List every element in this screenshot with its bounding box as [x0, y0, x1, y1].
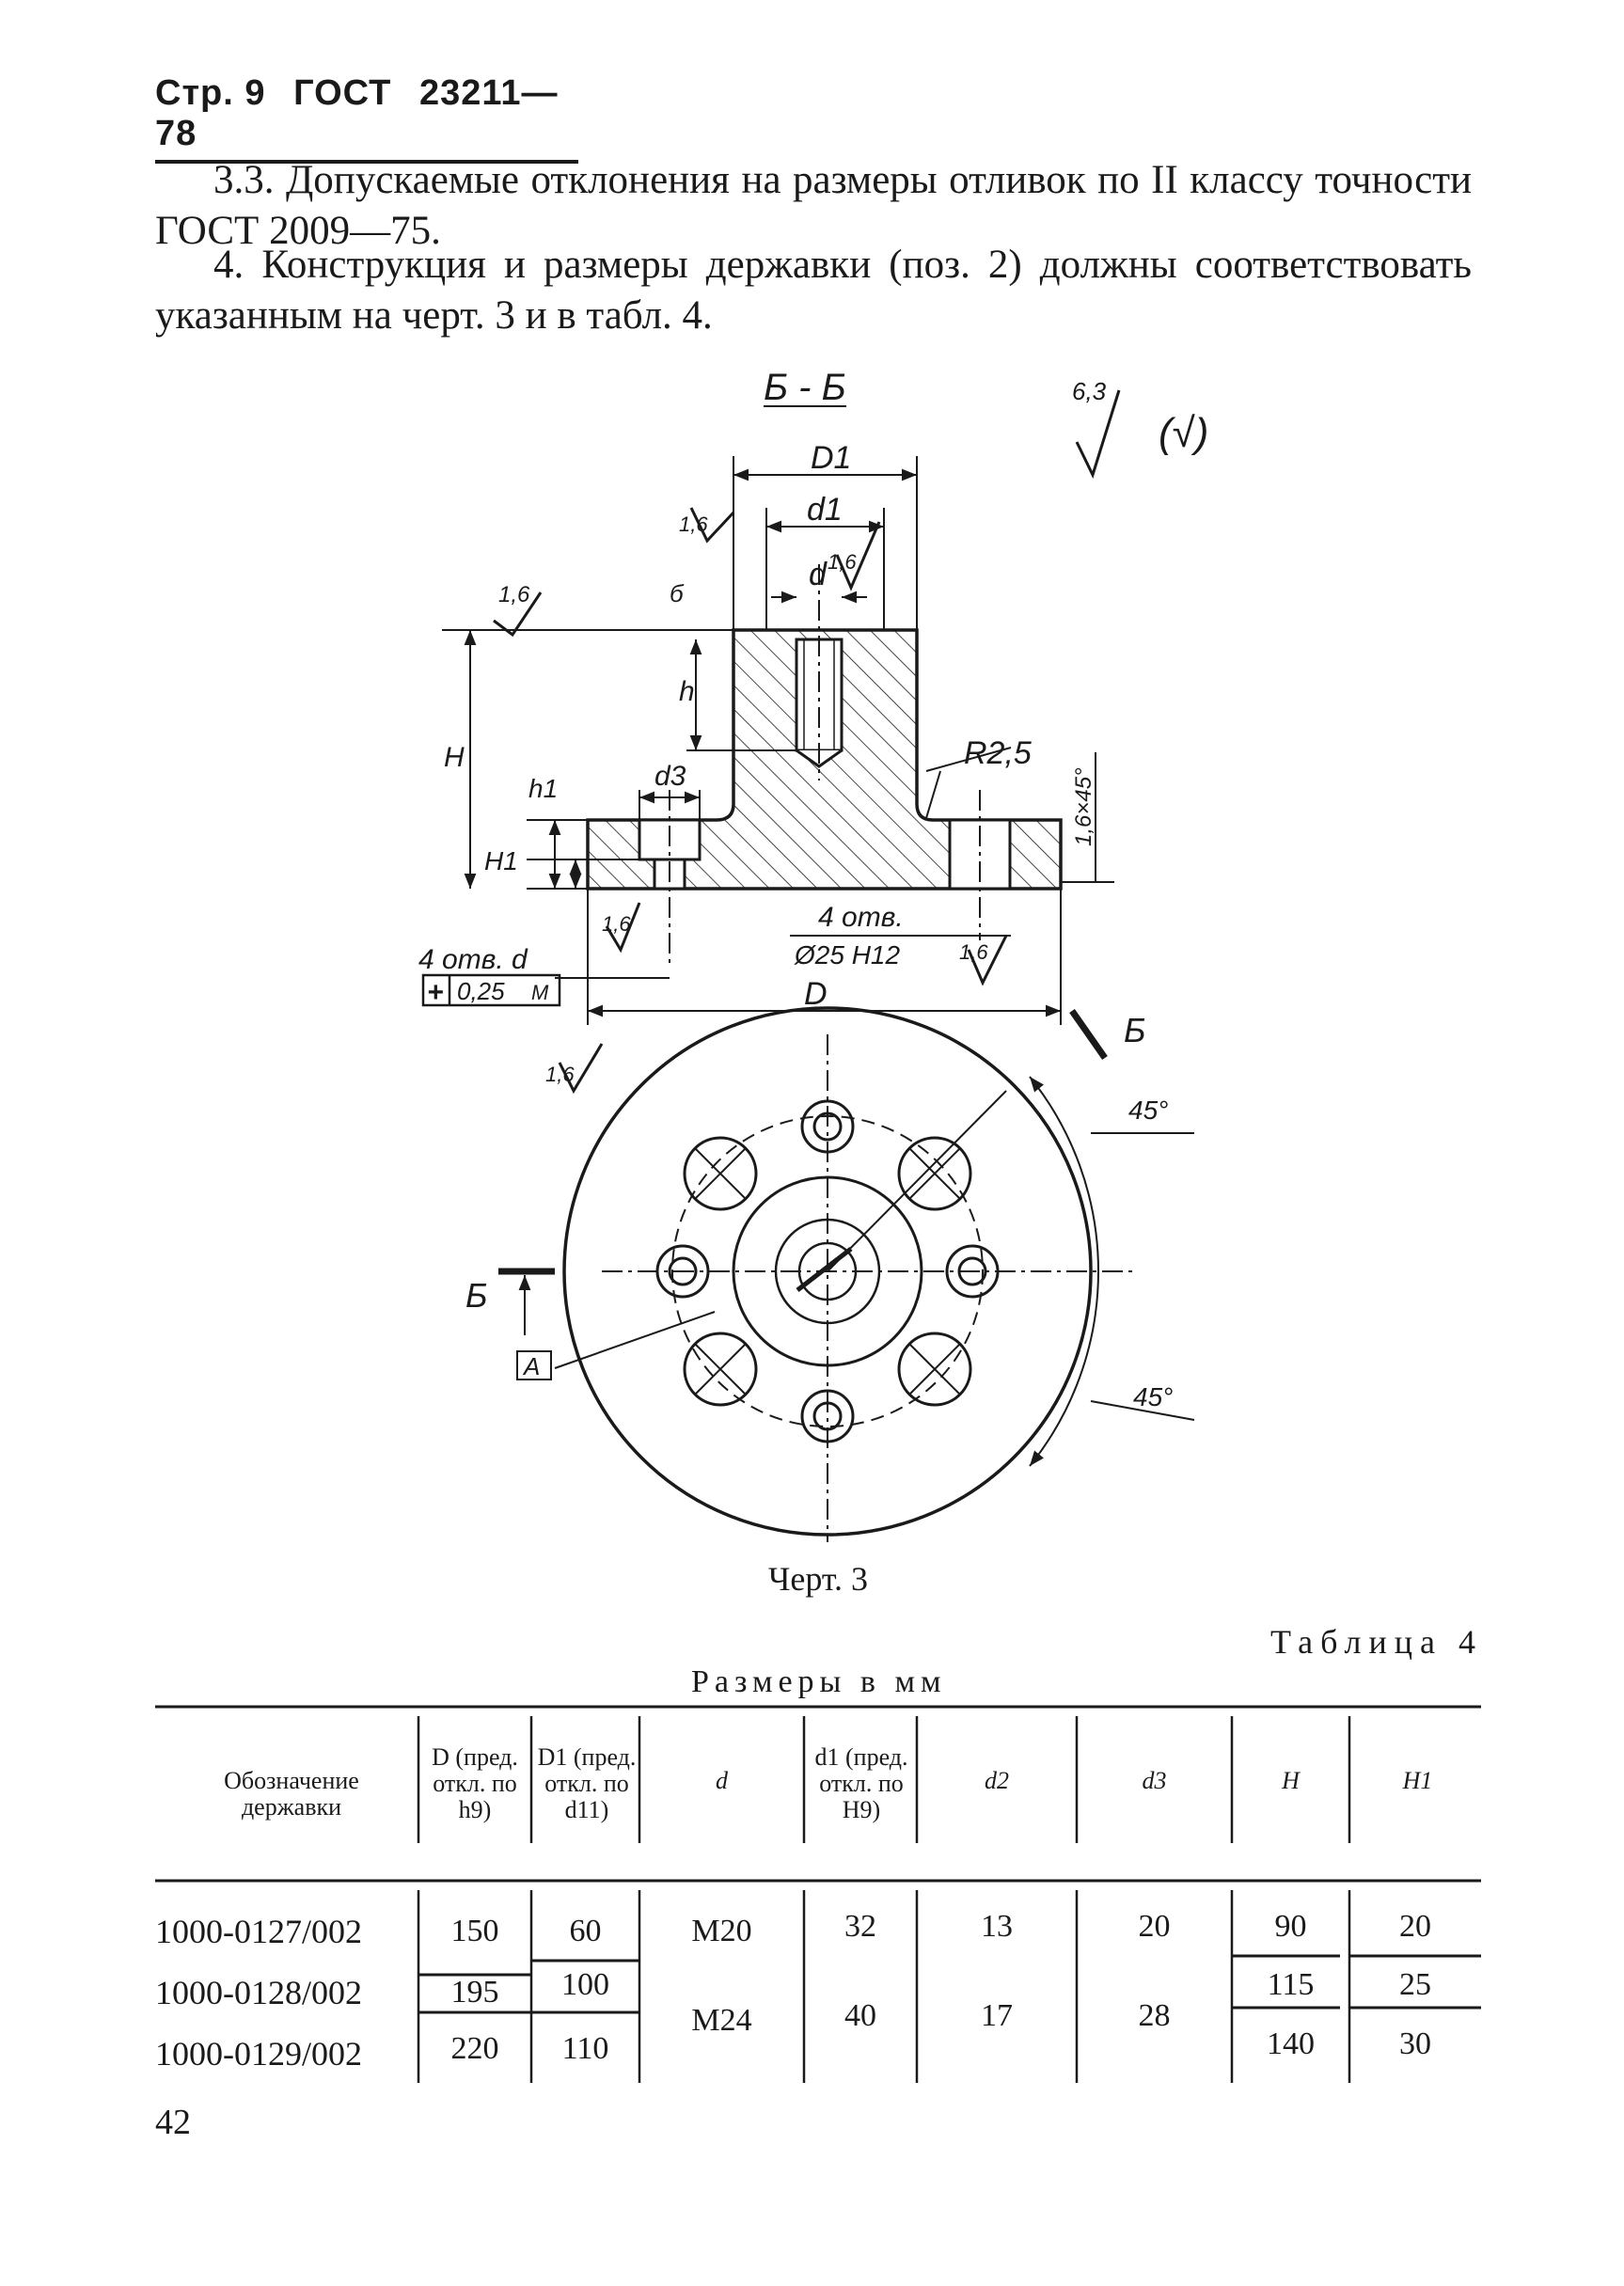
- holes-d-note: 4 отв. d: [418, 944, 528, 975]
- section-mark-left: Б: [465, 1276, 487, 1315]
- row1-d2: 13: [981, 1909, 1013, 1944]
- row3-H: 140: [1267, 2026, 1315, 2061]
- section-label: Б - Б: [764, 367, 846, 408]
- angle-lower: 45°: [1133, 1382, 1173, 1411]
- dim-d3-label: d3: [654, 761, 686, 792]
- tolerance-symbol: +: [427, 977, 444, 1008]
- header-designation: Обозначение державки: [224, 1767, 359, 1821]
- dim-D-label: D: [804, 976, 828, 1012]
- row2-code: 1000-0128/002: [155, 1974, 362, 2011]
- header-number: 23211—78: [155, 73, 559, 153]
- roughness-other: (√): [1159, 410, 1208, 456]
- tolerance-value: 0,25: [457, 977, 505, 1005]
- table-units: Размеры в мм: [691, 1664, 947, 1699]
- header-d1: d1 (пред. откл. по H9): [814, 1743, 908, 1823]
- angle-upper: 45°: [1128, 1096, 1168, 1125]
- row3-D: 220: [450, 2031, 499, 2066]
- row2-H: 115: [1267, 1967, 1315, 2002]
- datum-label: A: [522, 1352, 540, 1380]
- roughness-D: 1,6: [545, 1063, 575, 1086]
- row1-d: M20: [691, 1914, 752, 1948]
- plan-view: [498, 1006, 1195, 1537]
- radius-label: R2,5: [964, 735, 1032, 771]
- roughness-d1: 1,6: [828, 550, 857, 574]
- header-D1: D1 (пред. откл. по d11): [537, 1743, 637, 1823]
- dim-d-label: d: [809, 557, 828, 592]
- paragraph-3-3: 3.3. Допускаемые отклонения на размеры о…: [155, 158, 1472, 253]
- header-D: D (пред. откл. по h9): [432, 1743, 518, 1823]
- section-mark-right: Б: [1124, 1011, 1145, 1049]
- row1-code: 1000-0127/002: [155, 1913, 362, 1950]
- row1-d3: 20: [1138, 1909, 1171, 1944]
- rows23-d3: 28: [1138, 1998, 1171, 2033]
- dim-h-label: h: [679, 676, 695, 707]
- row3-H1: 30: [1399, 2026, 1431, 2061]
- row3-code: 1000-0129/002: [155, 2035, 362, 2073]
- dim-H1-label: H1: [484, 846, 518, 875]
- header-d2: d2: [985, 1767, 1009, 1794]
- figure-caption: Черт. 3: [768, 1560, 868, 1598]
- row1-H: 90: [1274, 1909, 1307, 1944]
- row1-d1: 32: [844, 1909, 876, 1944]
- roughness-general: 6,3: [1072, 377, 1107, 405]
- header-H: H: [1282, 1767, 1300, 1794]
- roughness-top: 1,6: [498, 582, 530, 607]
- row1-D1: 60: [569, 1914, 602, 1948]
- roughness-bottom: 1,6: [602, 912, 631, 936]
- rows23-d1: 40: [844, 1998, 876, 2033]
- dim-d1-label: d1: [807, 492, 843, 528]
- header-H1: H1: [1402, 1767, 1433, 1794]
- page-number: 42: [155, 2103, 191, 2142]
- table-title: Таблица 4: [1270, 1623, 1483, 1661]
- technical-drawing: Б - Б 6,3 (√) D1 d1 d б h H h1 H1 d3 D 1…: [418, 367, 1208, 1542]
- roughness-hole: 1,6: [959, 940, 988, 964]
- dim-H-label: H: [444, 742, 465, 773]
- dim-b-label: б: [670, 579, 685, 607]
- roughness-D1: 1,6: [679, 512, 708, 536]
- holes-note-2: Ø25 H12: [794, 940, 900, 970]
- row2-D: 195: [450, 1975, 499, 2010]
- chamfer-label: 1,6×45°: [1071, 767, 1096, 846]
- row3-D1: 110: [561, 2031, 609, 2066]
- page-header: Стр. 9 ГОСТ 23211—78: [155, 73, 578, 164]
- dim-h1-label: h1: [528, 774, 558, 803]
- header-page: Стр. 9: [155, 73, 266, 113]
- header-d: d: [716, 1767, 728, 1794]
- row1-D: 150: [450, 1914, 499, 1948]
- rows23-d: M24: [691, 2003, 752, 2038]
- row2-H1: 25: [1399, 1967, 1431, 2002]
- rows23-d2: 17: [981, 1998, 1013, 2033]
- row2-D1: 100: [561, 1967, 609, 2002]
- row1-H1: 20: [1399, 1909, 1431, 1944]
- paragraph-4: 4. Конструкция и размеры державки (поз. …: [155, 243, 1472, 338]
- header-standard: ГОСТ: [293, 73, 392, 113]
- dim-D1-label: D1: [811, 440, 851, 476]
- holes-note-1: 4 отв.: [818, 902, 904, 933]
- header-d3: d3: [1142, 1767, 1167, 1794]
- tolerance-modifier: M: [531, 981, 549, 1004]
